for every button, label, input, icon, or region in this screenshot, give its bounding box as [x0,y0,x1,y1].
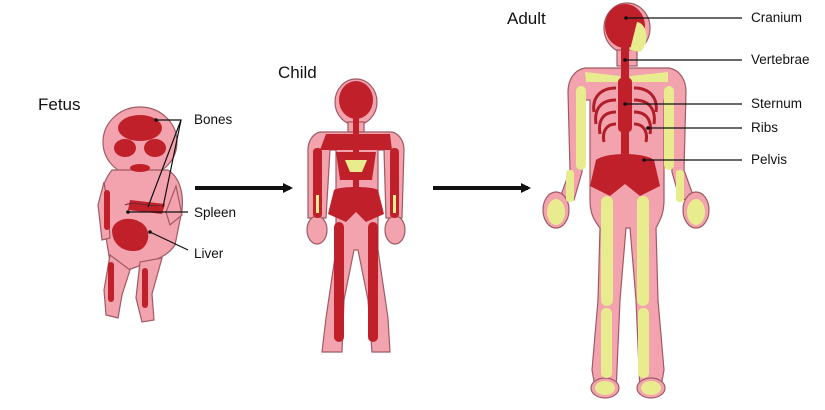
label-liver: Liver [194,246,224,261]
child-figure [307,79,405,352]
label-sternum: Sternum [751,96,802,111]
child-title: Child [278,63,317,82]
label-pelvis: Pelvis [751,152,787,167]
label-cranium: Cranium [751,10,802,25]
label-bones: Bones [194,112,233,127]
fetus-figure [98,107,182,322]
adult-title: Adult [507,9,546,28]
fetus-title: Fetus [38,95,81,114]
adult-figure [543,3,709,398]
label-vertebrae: Vertebrae [751,52,810,67]
label-spleen: Spleen [194,205,236,220]
label-ribs: Ribs [751,120,778,135]
